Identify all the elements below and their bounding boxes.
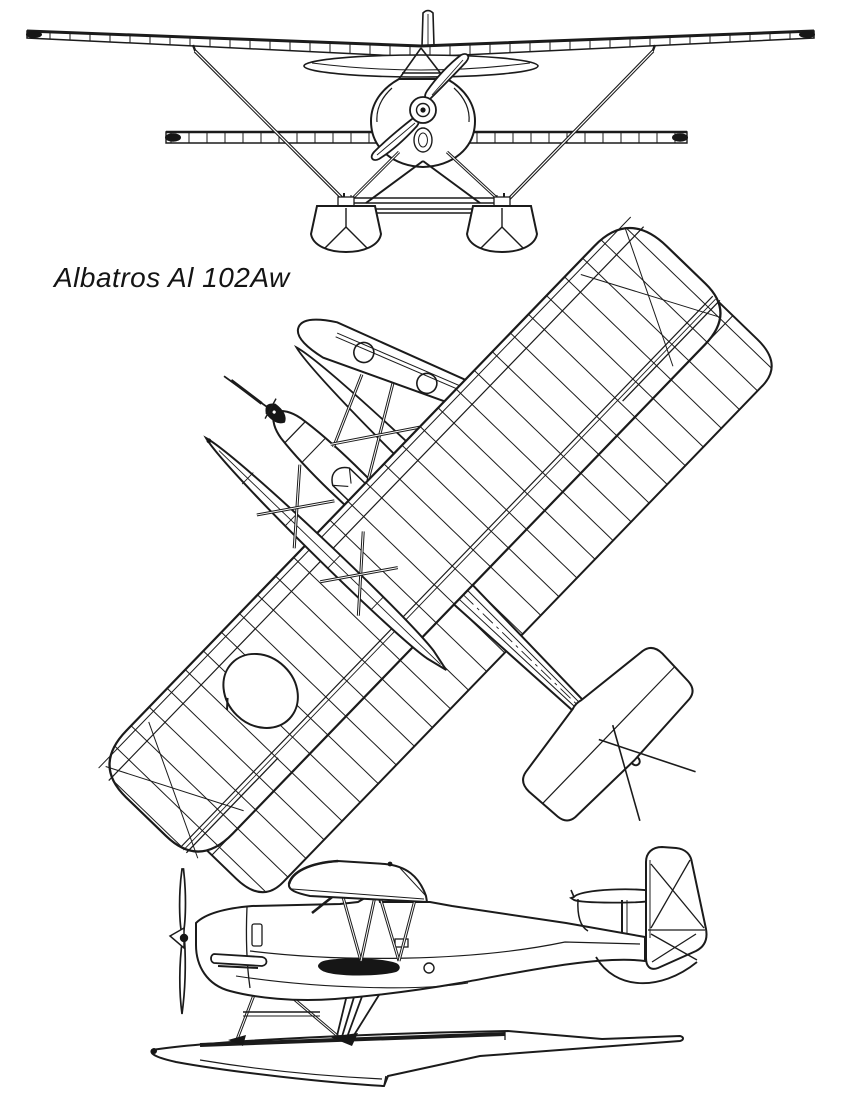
side-view-drawing [150,845,708,1088]
drawing-caption: Albatros Al 102Aw [54,262,290,293]
front-view-drawing [26,9,815,254]
top-view-drawing [98,216,773,894]
